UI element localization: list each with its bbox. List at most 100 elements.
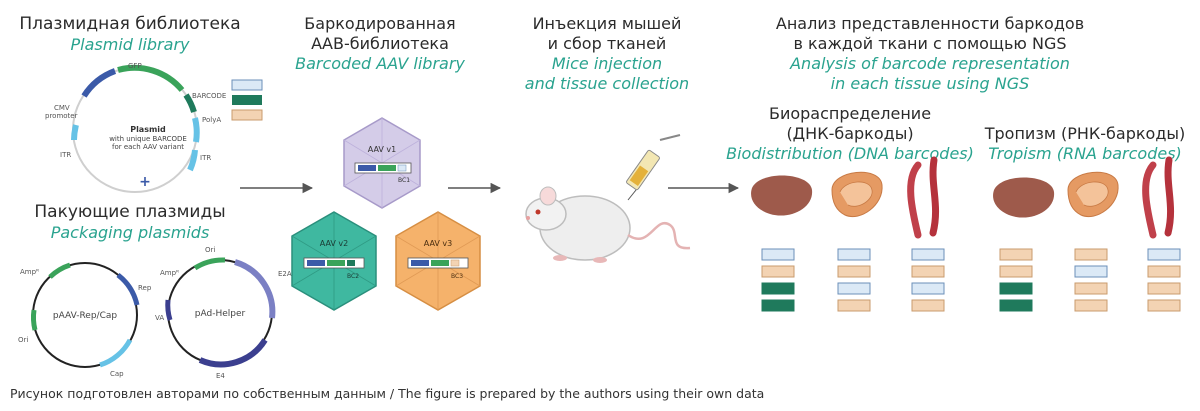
polya-label: PolyA (202, 116, 221, 124)
bio-muscle (907, 156, 939, 239)
capsid-v3: AAV v3 BC3 (395, 211, 481, 311)
trop-brain (1067, 171, 1119, 217)
capsid-v1-name: AAV v1 (368, 145, 397, 154)
packaging-title-ru: Пакующие плазмиды (34, 202, 226, 222)
biodistribution-barcode-bar (837, 299, 871, 312)
bio-liver (751, 175, 813, 216)
helper-ori: Ori (205, 246, 215, 254)
rep-cap-cap: Cap (110, 370, 124, 378)
biodistribution-barcode-bar (911, 265, 945, 278)
gfp-label: GFP (128, 62, 142, 70)
itr-left-segment (71, 124, 79, 141)
biodistribution-barcode-bar (911, 248, 945, 261)
mouse-illustration (525, 186, 691, 263)
tropism-barcode-bar (999, 265, 1033, 278)
helper-plasmid: pAd-Helper Ampᴿ Ori E2A VA E4 (155, 246, 292, 380)
cmv-label: CMV (54, 104, 70, 112)
helper-name: pAd-Helper (195, 309, 246, 319)
injection-title-ru1: Инъекция мышей (532, 14, 682, 33)
tropism-barcode-bar (1147, 299, 1181, 312)
injection-title: Инъекция мышей и сбор тканей Mice inject… (512, 14, 702, 94)
syringe-icon (626, 134, 681, 201)
cmv-label-2: promoter (45, 112, 78, 120)
barcoded-title-en: Barcoded AAV library (295, 54, 465, 73)
plus-sign: + (139, 174, 151, 190)
rep-cap-plasmid: pAAV-Rep/Cap Ampᴿ Rep Ori Cap (18, 262, 152, 378)
barcode-segment (183, 93, 197, 113)
polya-segment (192, 117, 200, 143)
packaging-title-en: Packaging plasmids (50, 223, 210, 242)
barcode-bars (761, 248, 1181, 312)
plasmid-sub2: for each AAV variant (112, 143, 184, 151)
cmv-segment (81, 68, 117, 98)
analysis-title-en1: Analysis of barcode representation (790, 54, 1070, 73)
biodistribution-barcode-bar (761, 299, 795, 312)
bio-brain (831, 171, 883, 217)
biodistribution-barcode-bar (911, 282, 945, 295)
plasmid-barcode-legend (231, 79, 263, 121)
helper-e4: E4 (216, 372, 225, 380)
barcoded-title-ru2: ААВ-библиотека (311, 34, 449, 53)
biodistribution-title: Биораспределение (ДНК-баркоды) Biodistri… (725, 104, 975, 164)
plasmid-library-title: Плазмидная библиотека Plasmid library (10, 14, 250, 55)
trop-muscle (1142, 156, 1174, 239)
capsid-v2: AAV v2 BC2 (291, 211, 377, 311)
gfp-segment (117, 64, 185, 92)
plasmid-sub1: with unique BARCODE (109, 135, 187, 143)
itr-right-segment (187, 149, 198, 172)
tropism-title-en: Tropism (RNA barcodes) (988, 144, 1182, 163)
tropism-title: Тропизм (РНК-баркоды) Tropism (RNA barco… (975, 124, 1195, 164)
barcoded-title-ru1: Баркодированная (304, 14, 456, 33)
analysis-title: Анализ представленности баркодов в каждо… (770, 14, 1090, 94)
helper-va: VA (155, 314, 164, 322)
analysis-title-ru1: Анализ представленности баркодов (775, 14, 1085, 33)
biodistribution-barcode-bar (761, 248, 795, 261)
rep-cap-rep: Rep (138, 284, 152, 292)
capsid-v1-bc: BC1 (398, 177, 410, 184)
trop-liver (993, 177, 1055, 218)
rep-cap-ori: Ori (18, 336, 28, 344)
tropism-barcode-bar (999, 299, 1033, 312)
tropism-barcode-bar (1074, 299, 1108, 312)
biodistribution-barcode-bar (837, 248, 871, 261)
barcode-label: BARCODE (192, 92, 226, 100)
biodistribution-title-ru1: Биораспределение (768, 104, 932, 123)
biodistribution-barcode-bar (761, 265, 795, 278)
capsid-v2-bc: BC2 (347, 273, 359, 280)
plasmid-library-title-en: Plasmid library (70, 35, 190, 54)
analysis-title-en2: in each tissue using NGS (830, 74, 1030, 93)
figure-caption: Рисунок подготовлен авторами по собствен… (10, 386, 765, 401)
capsid-v2-name: AAV v2 (320, 239, 349, 248)
tropism-barcode-bar (1074, 265, 1108, 278)
injection-title-en1: Mice injection (551, 54, 663, 73)
biodistribution-title-en: Biodistribution (DNA barcodes) (726, 144, 974, 163)
tropism-barcode-bar (1074, 282, 1108, 295)
helper-e2a: E2A (278, 270, 292, 278)
capsid-v1: AAV v1 BC1 (343, 117, 421, 209)
barcoded-title: Баркодированная ААВ-библиотека Barcoded … (280, 14, 480, 74)
plasmid-map: GFP BARCODE PolyA ITR ITR CMV promoter P… (45, 62, 226, 193)
tropism-barcode-bar (1147, 282, 1181, 295)
plasmid-title: Plasmid (130, 125, 166, 134)
tropism-barcode-bar (1147, 248, 1181, 261)
biodistribution-barcode-bar (911, 299, 945, 312)
itr-left-label: ITR (60, 151, 71, 159)
injection-title-en2: and tissue collection (524, 74, 690, 93)
biodistribution-barcode-bar (837, 265, 871, 278)
capsid-v3-bc: BC3 (451, 273, 463, 280)
analysis-title-ru2: в каждой ткани с помощью NGS (793, 34, 1067, 53)
tropism-barcode-bar (999, 248, 1033, 261)
tropism-barcode-bar (1147, 265, 1181, 278)
capsid-v3-name: AAV v3 (424, 239, 453, 248)
rep-cap-amp: Ampᴿ (20, 268, 39, 276)
plasmid-library-title-ru: Плазмидная библиотека (19, 14, 241, 34)
helper-amp: Ampᴿ (160, 269, 179, 277)
rep-cap-name: pAAV-Rep/Cap (53, 311, 118, 321)
itr-right-label: ITR (200, 154, 211, 162)
biodistribution-barcode-bar (837, 282, 871, 295)
tropism-barcode-bar (999, 282, 1033, 295)
tropism-title-ru: Тропизм (РНК-баркоды) (984, 124, 1186, 143)
injection-title-ru2: и сбор тканей (547, 34, 667, 53)
biodistribution-barcode-bar (761, 282, 795, 295)
